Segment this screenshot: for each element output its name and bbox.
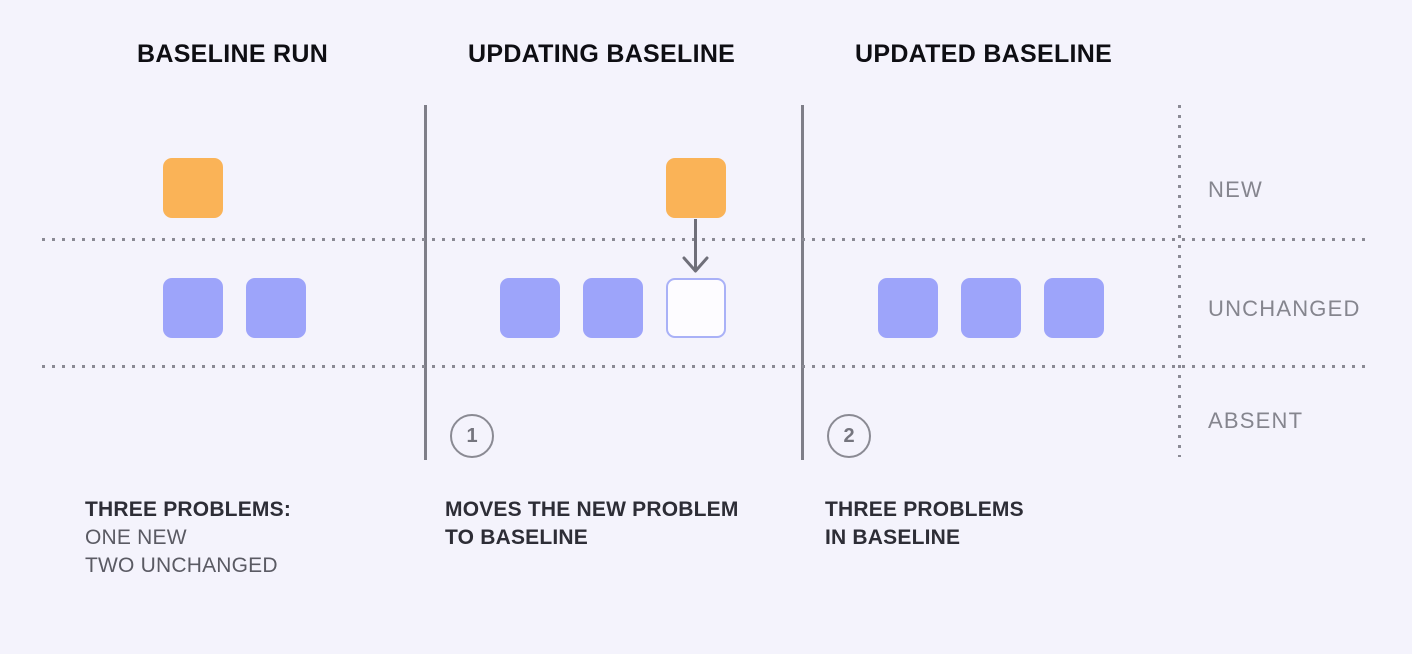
row-divider-new-unchanged <box>42 238 1370 241</box>
step-2-number: 2 <box>843 424 855 447</box>
caption-updated-baseline: THREE PROBLEMS IN BASELINE <box>825 496 1024 552</box>
step-1-badge: 1 <box>450 414 494 458</box>
problem-square-unchanged <box>246 278 306 338</box>
caption-line: IN BASELINE <box>825 526 961 549</box>
column-title-updated-baseline: UPDATED BASELINE <box>855 40 1113 68</box>
problem-square-unchanged <box>500 278 560 338</box>
caption-heading: THREE PROBLEMS: <box>85 498 292 521</box>
step-2-badge: 2 <box>827 414 871 458</box>
problem-square-new <box>666 158 726 218</box>
problem-square-unchanged <box>583 278 643 338</box>
ghost-square <box>666 278 726 338</box>
column-divider-2 <box>801 105 804 460</box>
problem-square-new <box>163 158 223 218</box>
row-labels-divider <box>1178 105 1181 457</box>
arrow-down-icon <box>682 219 709 273</box>
problem-square-unchanged <box>961 278 1021 338</box>
column-title-baseline-run: BASELINE RUN <box>137 40 329 68</box>
problem-square-unchanged <box>163 278 223 338</box>
caption-baseline-run: THREE PROBLEMS: ONE NEW TWO UNCHANGED <box>85 496 291 580</box>
caption-line: TWO UNCHANGED <box>85 554 278 577</box>
column-title-updating-baseline: UPDATING BASELINE <box>468 40 736 68</box>
caption-line: ONE NEW <box>85 526 187 549</box>
column-divider-1 <box>424 105 427 460</box>
caption-updating-baseline: MOVES THE NEW PROBLEM TO BASELINE <box>445 496 739 552</box>
caption-line: TO BASELINE <box>445 526 588 549</box>
caption-line: MOVES THE NEW PROBLEM <box>445 498 739 521</box>
problem-square-unchanged <box>1044 278 1104 338</box>
step-1-number: 1 <box>466 424 478 447</box>
row-label-unchanged: UNCHANGED <box>1208 296 1361 321</box>
row-divider-unchanged-absent <box>42 365 1370 368</box>
row-label-absent: ABSENT <box>1208 408 1304 433</box>
caption-line: THREE PROBLEMS <box>825 498 1024 521</box>
problem-square-unchanged <box>878 278 938 338</box>
row-label-new: NEW <box>1208 177 1263 202</box>
